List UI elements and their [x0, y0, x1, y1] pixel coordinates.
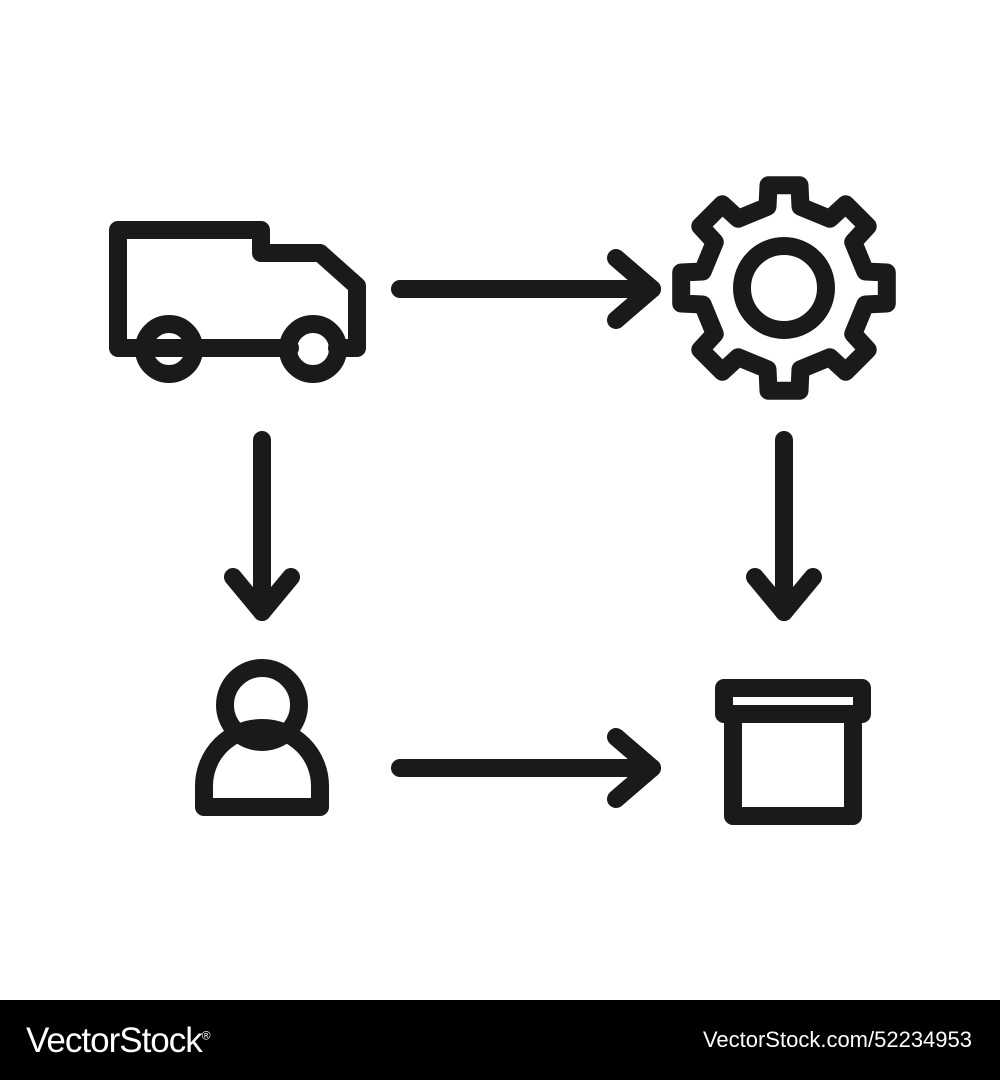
- user-icon: [195, 659, 329, 816]
- arrow-truck-to-settings: [391, 249, 661, 329]
- truck-icon: [109, 221, 366, 383]
- arrow-truck-to-person: [224, 431, 300, 621]
- brand-name: VectorStock: [26, 1020, 203, 1060]
- watermark-footer: VectorStock® VectorStock.com/52234953: [0, 1000, 1000, 1080]
- gear-icon: [672, 176, 896, 400]
- brand-logo[interactable]: VectorStock®: [26, 1020, 211, 1060]
- flow-diagram: [109, 176, 896, 825]
- box-icon: [715, 679, 871, 825]
- arrow-settings-to-box: [746, 431, 822, 621]
- brand-registered-mark: ®: [201, 1027, 211, 1042]
- image-id: VectorStock.com/52234953: [702, 1027, 972, 1052]
- arrow-person-to-box: [391, 728, 661, 808]
